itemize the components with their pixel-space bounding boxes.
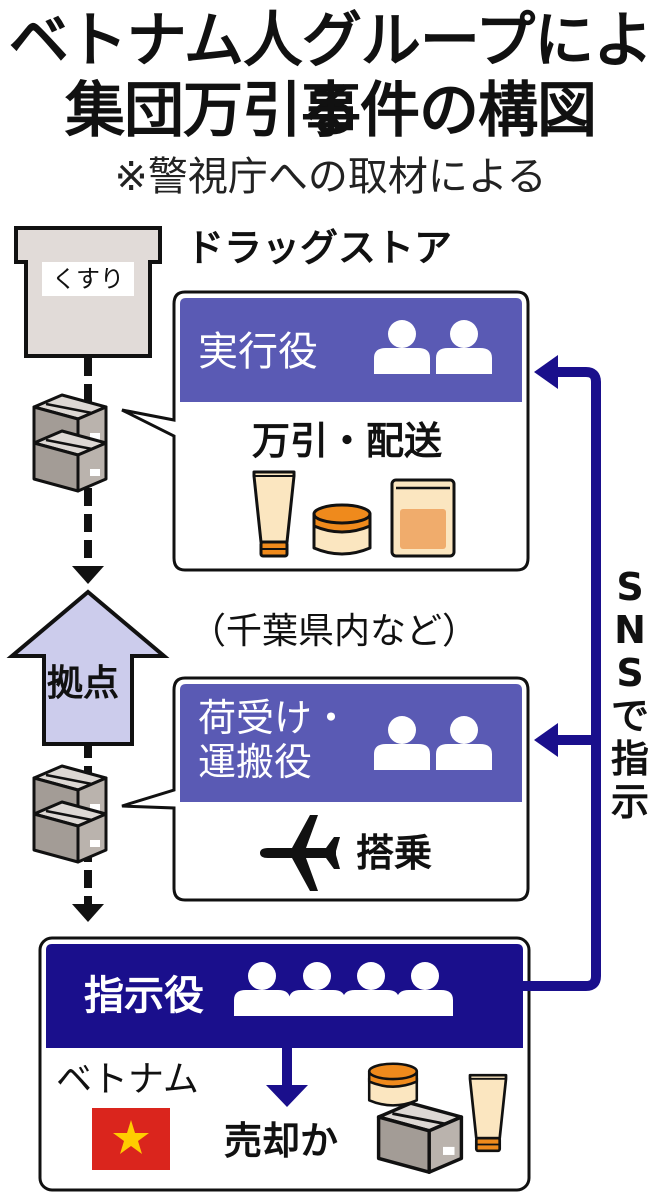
sns-label-char: で — [610, 694, 649, 738]
flow-arrowhead — [72, 904, 104, 922]
executor-action: 万引・配送 — [252, 419, 443, 463]
director-action: 売却か — [224, 1119, 339, 1163]
title-line-2: 集団万引事件の構図 — [65, 76, 597, 146]
sns-label-char: N — [614, 608, 646, 652]
sell-arrow — [266, 1046, 308, 1107]
medicine-sign — [42, 262, 134, 296]
parcel-box-icon — [32, 764, 108, 864]
cosmetic-jar-icon — [312, 503, 372, 556]
cosmetic-tube-icon — [252, 470, 296, 558]
executor-role-name: 実行役 — [198, 329, 318, 375]
cosmetic-jar-icon — [367, 1062, 419, 1107]
director-country: ベトナム — [56, 1059, 199, 1100]
director-role-name: 指示役 — [84, 973, 204, 1019]
airplane-icon — [260, 815, 340, 891]
sns-label-char: 指 — [610, 737, 649, 781]
cosmetic-bag-icon — [390, 478, 456, 558]
sns-label-char: S — [616, 565, 644, 609]
drugstore-label: ドラッグストア — [186, 226, 453, 270]
flow-arrowhead — [72, 566, 104, 584]
vietnam-flag-icon — [92, 1108, 170, 1170]
arrowhead-to-receiver — [534, 723, 558, 757]
executor-panel — [121, 290, 530, 572]
sns-label-char: 示 — [610, 780, 649, 824]
base-label: 拠点 — [47, 663, 120, 704]
receiver-action: 搭乗 — [356, 831, 433, 875]
parcel-box-icon — [376, 1101, 464, 1174]
sns-instruction-label: S N S で 指 示 — [606, 566, 654, 824]
sns-label-char: S — [616, 651, 644, 695]
arrowhead-to-executor — [534, 355, 558, 389]
receiver-role-name-line2: 運搬役 — [198, 740, 313, 784]
medicine-sign-text: くすり — [52, 265, 124, 293]
receiver-role-name-line1: 荷受け・ — [198, 696, 351, 740]
base-arrow-icon — [6, 589, 170, 746]
source-note: ※警視庁への取材による — [114, 154, 547, 200]
drugstore-icon — [14, 226, 162, 358]
receiver-panel — [121, 676, 530, 902]
cosmetic-tube-icon — [468, 1073, 508, 1153]
sns-instruction-arrow — [523, 355, 601, 991]
parcel-box-icon — [32, 393, 108, 493]
base-location-note: （千葉県内など） — [190, 611, 479, 652]
director-panel — [38, 936, 531, 1192]
title-line-1: ベトナム人グループによる — [8, 6, 654, 146]
